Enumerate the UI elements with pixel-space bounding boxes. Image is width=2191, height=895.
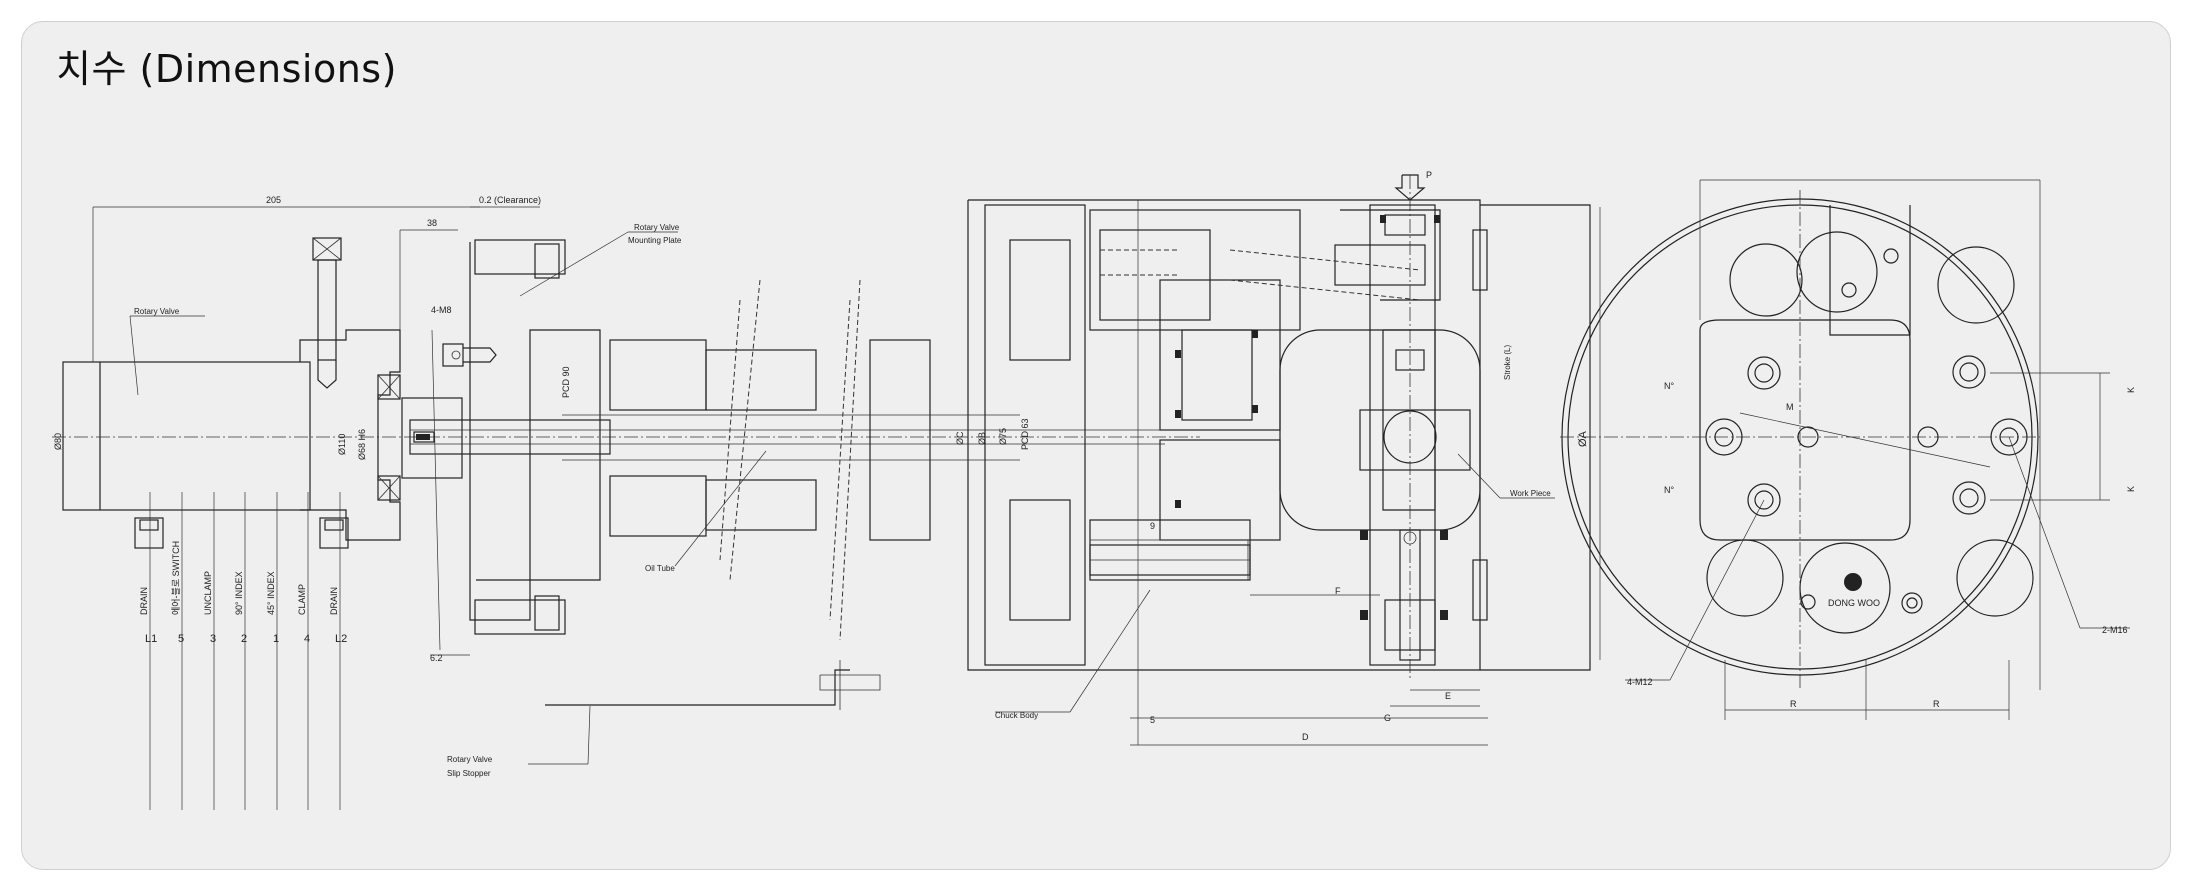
port-name: 에어-블로 SWITCH xyxy=(171,541,181,615)
label-n-angle-bottom: N° xyxy=(1664,485,1674,495)
port-code: 1 xyxy=(273,633,279,645)
label-rotary-valve: Rotary Valve xyxy=(134,307,180,316)
port-code: L2 xyxy=(335,633,347,645)
side-view-text: 205 0.2 (Clearance) 38 4-M8 6.2 Ø80 Ø110… xyxy=(53,170,1589,778)
front-view-text: N° N° M K K R R 4-M12 2-M16 DONG WOO xyxy=(1627,381,2136,709)
dim-dia-a: ØA xyxy=(1577,430,1589,447)
port-name: CLAMP xyxy=(297,584,307,615)
label-k-bottom: K xyxy=(2126,486,2136,492)
brand-logo-text: DONG WOO xyxy=(1828,598,1880,608)
dim-dia110: Ø110 xyxy=(337,434,347,455)
label-r-right: R xyxy=(1933,699,1940,709)
port-labels: DRAIN 에어-블로 SWITCH UNCLAMP 90° INDEX 45°… xyxy=(139,541,347,645)
dim-pcd63: PCD 63 xyxy=(1020,418,1030,450)
dim-9: 9 xyxy=(1150,521,1155,531)
label-chuck-body: Chuck Body xyxy=(995,711,1038,720)
dim-e: E xyxy=(1445,691,1451,701)
label-2-m16: 2-M16 xyxy=(2102,625,2128,635)
port-leader-lines xyxy=(149,492,341,810)
label-work-piece: Work Piece xyxy=(1510,489,1551,498)
dim-f: F xyxy=(1335,586,1341,596)
port-code: 5 xyxy=(178,633,184,645)
dim-pcd90: PCD 90 xyxy=(561,366,571,398)
dim-4-m8: 4-M8 xyxy=(431,305,452,315)
label-mounting-plate-2: Mounting Plate xyxy=(628,236,682,245)
dim-dia75: Ø75 xyxy=(998,428,1008,445)
label-k-top: K xyxy=(2126,387,2136,393)
dim-p: P xyxy=(1426,170,1432,180)
dim-6-2: 6.2 xyxy=(430,653,443,663)
dim-5: 5 xyxy=(1150,715,1155,725)
port-name: DRAIN xyxy=(329,587,339,615)
chuck-body-section xyxy=(967,174,1591,680)
dim-dia68: Ø68 H6 xyxy=(357,429,367,460)
dim-dia-b: ØB xyxy=(977,432,987,445)
dim-stroke: Stroke (L) xyxy=(1503,345,1512,380)
rotary-valve-section xyxy=(52,237,1200,710)
label-oil-tube: Oil Tube xyxy=(645,564,675,573)
label-n-angle-top: N° xyxy=(1664,381,1674,391)
port-code: 4 xyxy=(304,633,310,645)
port-name: DRAIN xyxy=(139,587,149,615)
label-slip-stopper-2: Slip Stopper xyxy=(447,769,491,778)
port-code: L1 xyxy=(145,633,157,645)
label-4-m12: 4-M12 xyxy=(1627,677,1653,687)
label-m: M xyxy=(1786,402,1794,412)
dim-dia-c: ØC xyxy=(955,431,965,445)
dim-clearance: 0.2 (Clearance) xyxy=(479,195,541,205)
dim-205: 205 xyxy=(266,195,281,205)
page-title: 치수 (Dimensions) xyxy=(56,47,397,91)
dim-d: D xyxy=(1302,732,1309,742)
port-code: 3 xyxy=(210,633,216,645)
front-view xyxy=(1560,179,2130,720)
port-name: UNCLAMP xyxy=(203,571,213,615)
label-slip-stopper-1: Rotary Valve xyxy=(447,755,493,764)
dim-dia80: Ø80 xyxy=(53,433,63,450)
port-code: 2 xyxy=(241,633,247,645)
port-name: 90° INDEX xyxy=(234,571,244,615)
dim-g: G xyxy=(1384,713,1391,723)
side-dimension-lines xyxy=(92,200,1601,765)
label-mounting-plate-1: Rotary Valve xyxy=(634,223,680,232)
dim-38: 38 xyxy=(427,218,437,228)
port-name: 45° INDEX xyxy=(266,571,276,615)
label-r-left: R xyxy=(1790,699,1797,709)
